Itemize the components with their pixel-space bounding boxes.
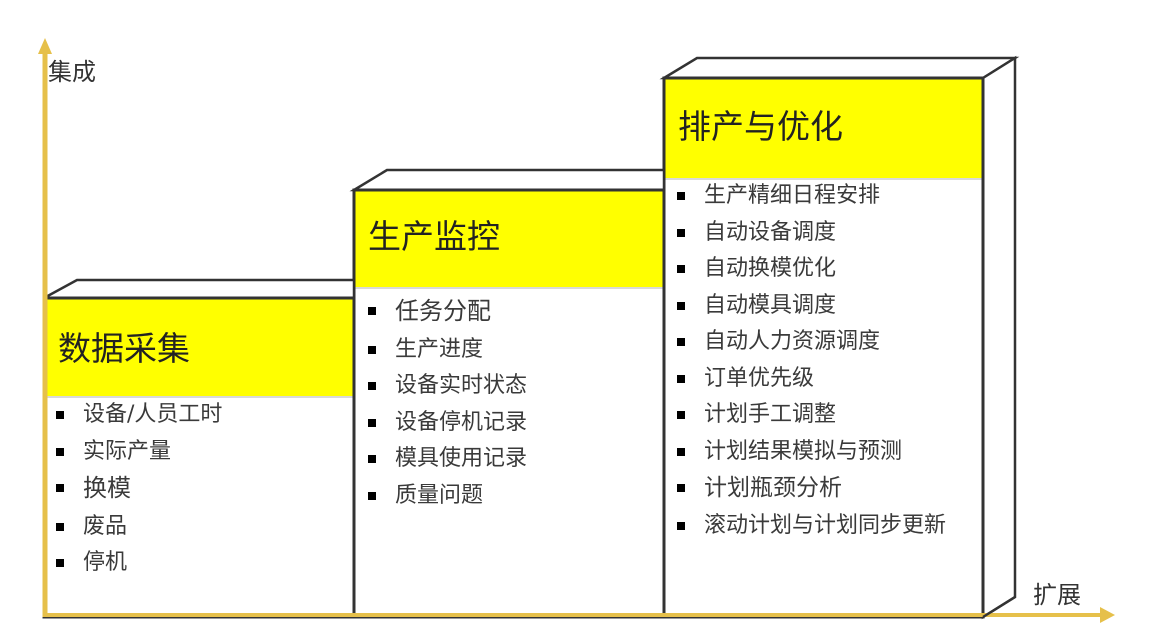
bullet-icon <box>677 301 685 310</box>
bullet-icon <box>677 265 685 273</box>
list-item: 自动模具调度 <box>677 288 973 325</box>
x-axis <box>44 607 1115 623</box>
bullet-icon <box>56 447 64 456</box>
y-axis-label: 集成 <box>48 58 96 86</box>
bullet-icon <box>677 228 685 237</box>
y-axis <box>38 38 52 617</box>
bullet-icon <box>56 559 64 567</box>
list-item: 生产进度 <box>368 332 658 369</box>
list-item: 自动人力资源调度 <box>677 324 973 361</box>
list-item: 停机 <box>56 545 346 582</box>
list-item: 自动换模优化 <box>677 251 973 288</box>
bullet-icon <box>677 484 685 492</box>
bullet-icon <box>56 522 64 531</box>
box-scheduling-title: 排产与优化 <box>678 107 843 146</box>
bullet-icon <box>368 307 376 315</box>
bullet-icon <box>677 338 685 346</box>
list-item: 计划结果模拟与预测 <box>677 434 973 471</box>
list-item: 生产精细日程安排 <box>677 178 973 215</box>
list-item: 质量问题 <box>368 478 658 515</box>
list-item: 设备/人员工时 <box>56 397 346 434</box>
box-data-collection-shape <box>42 278 356 619</box>
list-item: 模具使用记录 <box>368 441 658 478</box>
list-item: 计划手工调整 <box>677 397 973 434</box>
list-item: 实际产量 <box>56 434 346 471</box>
bullet-icon <box>56 411 64 419</box>
bullet-icon <box>368 455 376 463</box>
box-monitoring-list: 任务分配 生产进度 设备实时状态 设备停机记录 模具使用记录 质量问题 <box>368 293 658 514</box>
bullet-icon <box>368 345 376 354</box>
bullet-icon <box>677 447 685 456</box>
box-scheduling-list: 生产精细日程安排 自动设备调度 自动换模优化 自动模具调度 自动人力资源调度 订… <box>677 178 973 539</box>
bullet-icon <box>677 192 685 200</box>
box-scheduling-shape <box>659 55 1020 620</box>
box-monitoring-title: 生产监控 <box>368 217 500 256</box>
box-data-collection-list: 设备/人员工时 实际产量 换模 废品 停机 <box>56 397 346 582</box>
box-data-collection-title: 数据采集 <box>58 329 190 368</box>
list-item: 废品 <box>56 509 346 546</box>
bullet-icon <box>677 374 685 383</box>
list-item: 滚动计划与计划同步更新 <box>677 508 973 539</box>
list-item: 计划瓶颈分析 <box>677 470 973 508</box>
bullet-icon <box>368 382 376 390</box>
bullet-icon <box>368 418 376 427</box>
list-item: 订单优先级 <box>677 361 973 398</box>
list-item: 自动设备调度 <box>677 215 973 252</box>
list-item: 设备实时状态 <box>368 368 658 405</box>
list-item: 任务分配 <box>368 293 658 332</box>
bullet-icon <box>677 521 685 530</box>
bullet-icon <box>56 484 64 492</box>
list-item: 换模 <box>56 470 346 509</box>
x-axis-label: 扩展 <box>1033 581 1081 609</box>
bullet-icon <box>368 491 376 500</box>
list-item: 设备停机记录 <box>368 405 658 442</box>
bullet-icon <box>677 411 685 419</box>
